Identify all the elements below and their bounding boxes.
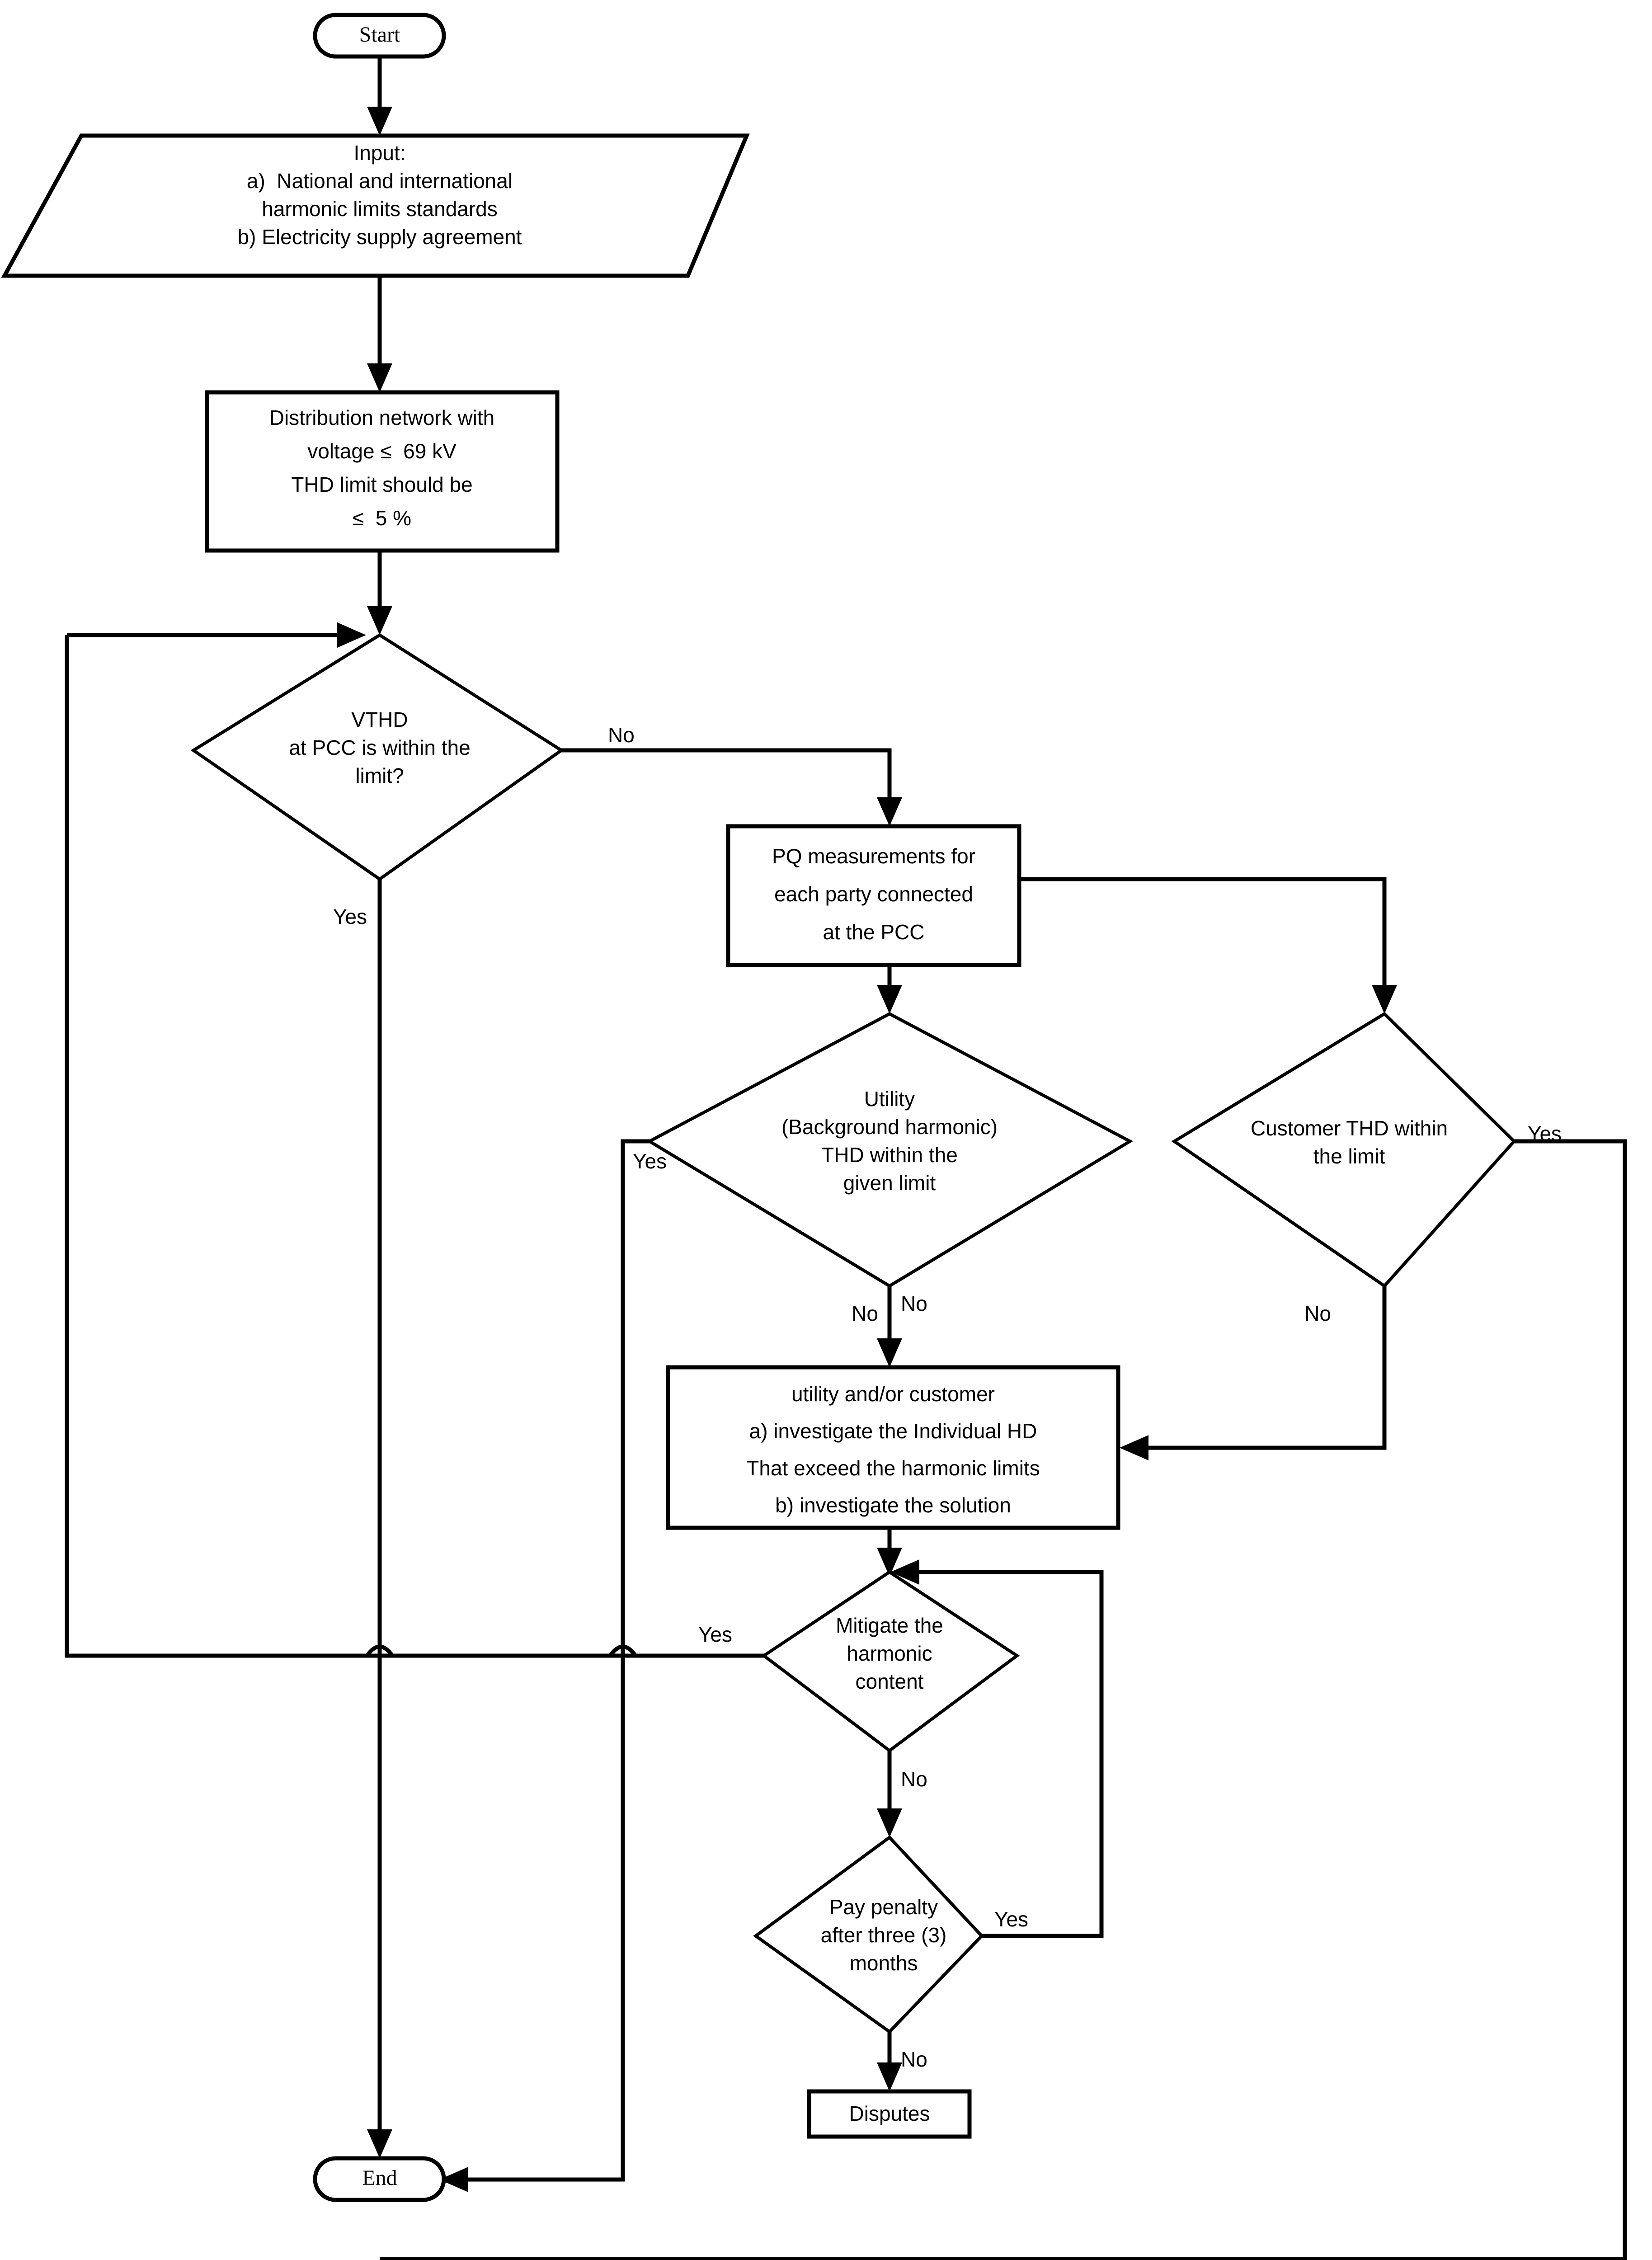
mitigate-line-3: content bbox=[856, 1670, 924, 1693]
edge-penalty-yes-to-mitigate bbox=[908, 1570, 1104, 1938]
edge-customer-no-to-investigate bbox=[1137, 1286, 1387, 1450]
penalty-decision-shape bbox=[753, 1835, 984, 2034]
investigate-line-3: That exceed the harmonic limits bbox=[746, 1456, 1040, 1480]
arrowhead-start-to-input bbox=[367, 107, 392, 136]
node-disputes[interactable]: Disputes bbox=[807, 2089, 972, 2139]
edge-label-vthd-yes: Yes bbox=[333, 905, 367, 928]
arrowhead-pq-to-customer bbox=[1372, 985, 1397, 1014]
pq-line-1: PQ measurements for bbox=[772, 844, 975, 868]
line-jump-vthd-yes bbox=[365, 1644, 394, 1657]
distribution-line-4: ≤ 5 % bbox=[353, 506, 411, 530]
edge-label-customer-no: No bbox=[852, 1302, 878, 1325]
node-investigate[interactable]: utility and/or customer a) investigate t… bbox=[666, 1365, 1120, 1530]
node-vthd-decision[interactable]: VTHD at PCC is within the limit? bbox=[190, 633, 565, 881]
arrowhead-penalty-yes-to-mitigate bbox=[890, 1559, 919, 1585]
disputes-shape bbox=[807, 2089, 972, 2139]
input-line-2: a) National and international bbox=[247, 169, 513, 193]
node-input[interactable]: Input: a) National and international har… bbox=[1, 133, 750, 278]
utility-line-1: Utility bbox=[864, 1087, 915, 1111]
mitigate-line-2: harmonic bbox=[847, 1642, 932, 1665]
node-mitigate-decision[interactable]: Mitigate the harmonic content bbox=[761, 1570, 1020, 1753]
edge-label-customer-no-right: No bbox=[1304, 1302, 1331, 1325]
arrowhead-input-to-distribution bbox=[367, 363, 392, 392]
edge-label-penalty-no: No bbox=[901, 2048, 927, 2071]
arrowhead-vthd-yes-to-end bbox=[367, 2129, 392, 2158]
end-shape bbox=[313, 2156, 446, 2202]
start-shape bbox=[313, 13, 446, 59]
edge-label-customer-yes: Yes bbox=[1528, 1122, 1562, 1145]
edge-label-utility-yes: Yes bbox=[633, 1149, 667, 1173]
utility-line-4: given limit bbox=[843, 1171, 936, 1195]
vthd-decision-shape bbox=[190, 633, 565, 881]
arrowhead-penalty-no-to-disputes bbox=[877, 2062, 902, 2091]
node-utility-decision[interactable]: Utility (Background harmonic) THD within… bbox=[646, 1012, 1134, 1288]
node-start[interactable]: Start bbox=[313, 13, 446, 59]
node-customer-decision[interactable]: Customer THD within the limit bbox=[1171, 1012, 1516, 1288]
line-jump-utility-yes bbox=[608, 1644, 637, 1657]
input-line-1: Input: bbox=[353, 141, 405, 165]
penalty-line-1: Pay penalty bbox=[829, 1895, 938, 1919]
edge-pq-to-customer bbox=[1019, 877, 1387, 998]
penalty-line-2: after three (3) bbox=[821, 1923, 947, 1947]
distribution-line-2: voltage ≤ 69 kV bbox=[307, 439, 457, 463]
edge-mitigate-yes-to-vthd bbox=[65, 635, 764, 1658]
penalty-line-3: months bbox=[850, 1951, 918, 1975]
input-line-4: b) Electricity supply agreement bbox=[238, 225, 522, 249]
end-label: End bbox=[362, 2166, 397, 2190]
pq-line-3: at the PCC bbox=[823, 920, 925, 944]
edge-label-penalty-yes: Yes bbox=[994, 1907, 1028, 1931]
utility-line-3: THD within the bbox=[821, 1143, 958, 1167]
arrowhead-distribution-to-vthd bbox=[367, 606, 392, 635]
investigate-shape bbox=[666, 1365, 1120, 1530]
arrowhead-customer-no-to-investigate bbox=[1120, 1435, 1148, 1460]
edge-label-vthd-no: No bbox=[608, 723, 635, 747]
edge-label-mitigate-no: No bbox=[901, 1767, 927, 1791]
distribution-line-1: Distribution network with bbox=[269, 406, 495, 429]
arrowhead-mitigate-no-to-penalty bbox=[877, 1808, 902, 1837]
investigate-line-2: a) investigate the Individual HD bbox=[749, 1419, 1037, 1443]
node-end[interactable]: End bbox=[313, 2156, 446, 2202]
arrowhead-utility-no-to-investigate bbox=[877, 1338, 902, 1367]
connector-layer bbox=[65, 56, 1627, 2260]
node-distribution[interactable]: Distribution network with voltage ≤ 69 k… bbox=[205, 390, 560, 553]
edge-label-layer: No Yes Yes No Yes No No Yes No Yes No bbox=[333, 723, 1562, 2071]
pq-line-2: each party connected bbox=[774, 882, 973, 906]
mitigate-line-1: Mitigate the bbox=[836, 1614, 943, 1637]
investigate-line-1: utility and/or customer bbox=[791, 1382, 995, 1406]
mitigate-decision-shape bbox=[761, 1570, 1020, 1753]
distribution-shape bbox=[205, 390, 560, 553]
arrowhead-pq-to-utility bbox=[877, 985, 902, 1014]
node-penalty-decision[interactable]: Pay penalty after three (3) months bbox=[753, 1835, 984, 2034]
customer-decision-shape bbox=[1171, 1012, 1516, 1288]
investigate-line-4: b) investigate the solution bbox=[775, 1493, 1011, 1517]
input-shape bbox=[1, 133, 750, 278]
customer-line-2: the limit bbox=[1313, 1144, 1385, 1168]
disputes-label: Disputes bbox=[849, 2102, 930, 2125]
customer-line-1: Customer THD within bbox=[1251, 1116, 1448, 1140]
vthd-line-1: VTHD bbox=[351, 708, 408, 731]
edge-label-utility-no: No bbox=[901, 1292, 927, 1315]
node-pq-measurements[interactable]: PQ measurements for each party connected… bbox=[726, 824, 1021, 967]
pq-measurements-shape bbox=[726, 824, 1021, 967]
utility-decision-shape bbox=[646, 1012, 1134, 1288]
edge-label-mitigate-yes: Yes bbox=[698, 1623, 732, 1646]
utility-line-2: (Background harmonic) bbox=[781, 1115, 998, 1139]
edge-vthd-no-to-pq bbox=[561, 748, 892, 809]
input-line-3: harmonic limits standards bbox=[262, 197, 498, 221]
edge-utility-yes-to-end bbox=[457, 1139, 650, 2182]
arrowhead-investigate-to-mitigate bbox=[877, 1548, 902, 1577]
edge-customer-yes-to-end bbox=[380, 1139, 1627, 2260]
arrowhead-utility-yes-to-end bbox=[439, 2167, 468, 2192]
arrowhead-vthd-no-to-pq bbox=[877, 797, 902, 826]
start-label: Start bbox=[359, 23, 400, 47]
distribution-line-3: THD limit should be bbox=[291, 473, 472, 496]
vthd-line-2: at PCC is within the bbox=[289, 736, 470, 759]
vthd-line-3: limit? bbox=[355, 764, 404, 787]
